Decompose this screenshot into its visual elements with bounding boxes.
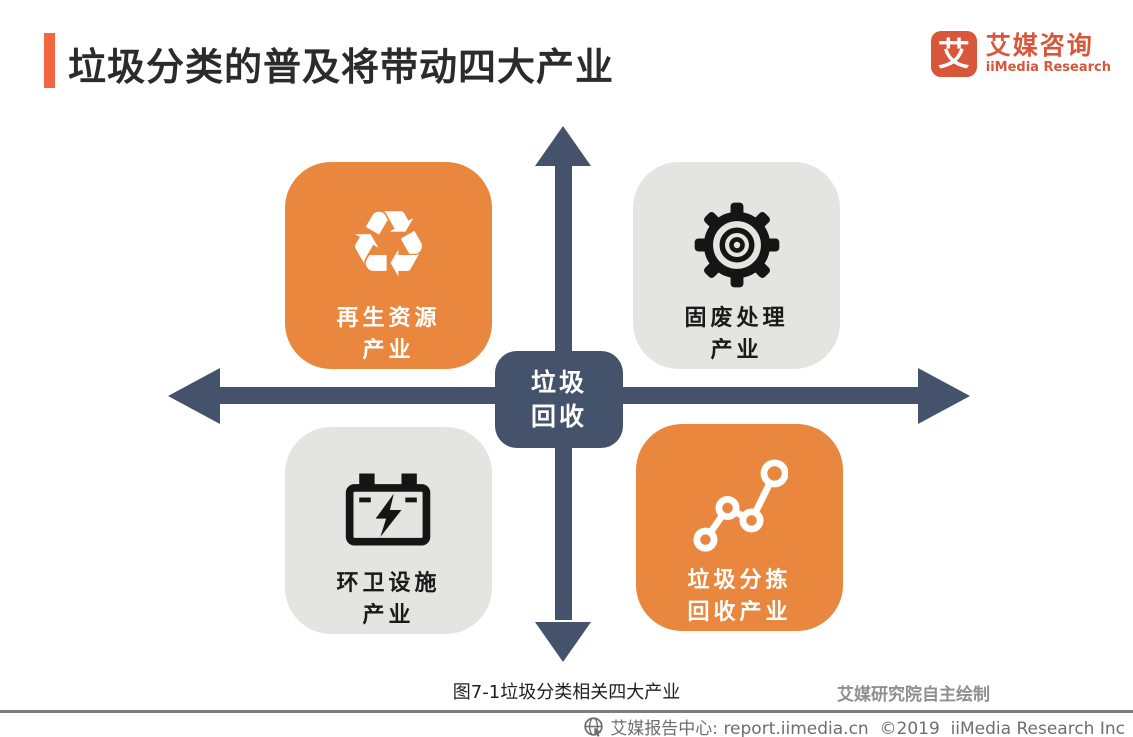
center-label-line1: 垃圾 [530, 367, 587, 397]
battery-icon [341, 457, 437, 562]
arrow-down-icon [535, 622, 591, 662]
logo-name-cn: 艾媒咨询 [985, 31, 1094, 61]
recycle-icon: ♻ [347, 192, 429, 297]
gear-icon-svg [694, 202, 779, 287]
quadrant-label-line2: 产业 [710, 337, 763, 363]
page-title: 垃圾分类的普及将带动四大产业 [68, 45, 615, 89]
footer: 艾媒报告中心: report.iimedia.cn ©2019 iiMedia … [583, 714, 1125, 737]
quadrant-solid-waste-treatment: 固废处理 产业 [633, 162, 840, 369]
footer-divider [0, 710, 1133, 713]
logo-text: 艾媒咨询 iiMedia Research [986, 32, 1111, 75]
quadrant-label-line2: 产业 [362, 337, 415, 363]
battery-icon-svg [345, 473, 430, 546]
quadrant-label: 垃圾分拣 回收产业 [687, 565, 791, 629]
globe-icon [584, 717, 603, 737]
figure-caption: 图7-1垃圾分类相关四大产业 [452, 682, 681, 703]
iimedia-logo: 艾 艾媒咨询 iiMedia Research [930, 31, 1111, 77]
quadrant-label-line1: 垃圾分拣 [687, 568, 792, 593]
footer-text: 艾媒报告中心: report.iimedia.cn ©2019 iiMedia … [610, 719, 1125, 737]
quadrant-label-line1: 固废处理 [684, 306, 789, 331]
title-accent-bar [44, 33, 55, 88]
quadrant-label: 环卫设施 产业 [336, 568, 440, 632]
quadrant-label-line1: 环卫设施 [336, 571, 441, 596]
quadrant-label-line2: 回收产业 [687, 599, 792, 625]
trend-icon [692, 454, 788, 559]
quadrant-label-line2: 产业 [362, 602, 415, 628]
center-node-garbage-recycling: 垃圾 回收 [495, 351, 623, 448]
quadrant-recycled-resources: ♻ 再生资源 产业 [285, 162, 492, 369]
arrow-right-icon [918, 368, 970, 424]
arrow-left-icon [168, 368, 220, 424]
iimedia-logo-icon: 艾 [930, 31, 977, 77]
arrow-up-icon [535, 126, 591, 166]
quadrant-label: 再生资源 产业 [336, 303, 440, 367]
quadrant-sanitation-facilities: 环卫设施 产业 [285, 427, 492, 634]
quadrant-garbage-sorting-recycling: 垃圾分拣 回收产业 [636, 424, 843, 631]
logo-glyph: 艾 [937, 35, 970, 73]
quadrant-label: 固废处理 产业 [684, 303, 788, 367]
recycle-glyph: ♻ [347, 190, 430, 298]
gear-icon [691, 192, 783, 297]
logo-name-en: iiMedia Research [985, 59, 1111, 75]
quadrant-label-line1: 再生资源 [336, 306, 441, 331]
center-label-line2: 回收 [530, 401, 587, 431]
source-note: 艾媒研究院自主绘制 [837, 685, 990, 705]
trend-icon-svg [692, 458, 788, 552]
